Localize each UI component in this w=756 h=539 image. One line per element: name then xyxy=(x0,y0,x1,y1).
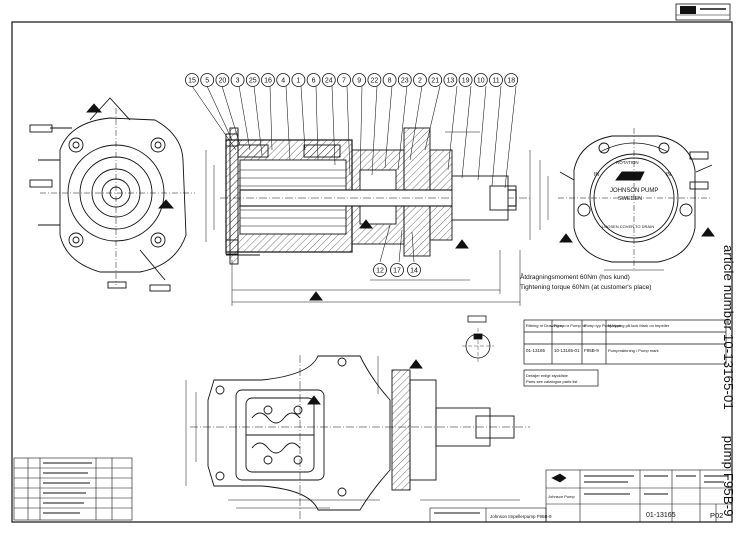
balloon-label: 23 xyxy=(401,78,409,85)
balloon-circle xyxy=(443,73,458,87)
balloon-label: 4 xyxy=(281,78,285,85)
balloon-circle xyxy=(407,263,421,277)
balloon-circle xyxy=(215,73,230,87)
balloon-label: 14 xyxy=(410,268,418,275)
balloon-label: 19 xyxy=(462,78,470,85)
balloon-circle xyxy=(458,73,473,87)
balloon-label: 15 xyxy=(188,78,196,85)
balloon-label: 7 xyxy=(342,78,346,85)
balloon-circle xyxy=(504,73,519,87)
revision-table xyxy=(13,457,133,521)
balloon-circle xyxy=(413,73,427,87)
balloon-label: 9 xyxy=(357,78,361,85)
inlet-right-label: IN xyxy=(666,172,671,178)
balloon-label: 3 xyxy=(236,78,240,85)
table-cell-pump-type: F95B-9 xyxy=(584,348,599,353)
balloon-circle xyxy=(185,73,199,87)
table-cell-mark: Pumpmärkning / Pump mark xyxy=(608,348,659,353)
title-block xyxy=(429,469,733,523)
table-header-pump-type: Pump typ Pump type xyxy=(584,323,622,328)
balloon-label: 10 xyxy=(477,78,485,85)
balloon-circle xyxy=(321,73,336,87)
balloon-circle xyxy=(261,73,275,87)
balloon-circle xyxy=(276,73,291,87)
parts-table xyxy=(523,319,727,365)
title-block-title: Johnson Impellerpump F95B-9 xyxy=(490,514,552,519)
article-number-text: article number 10-13165-01 xyxy=(721,245,736,410)
balloon-circle xyxy=(489,73,503,87)
balloon-label: 16 xyxy=(264,78,272,85)
balloon-label: 12 xyxy=(376,268,384,275)
balloon-circle xyxy=(291,73,306,87)
brand-name: JOHNSON PUMP xyxy=(610,188,658,194)
balloon-label: 2 xyxy=(418,78,422,85)
title-block-company: Johnson Pump xyxy=(548,494,575,499)
balloon-circle xyxy=(397,73,412,87)
drawing-border xyxy=(11,21,733,523)
balloon-label: 6 xyxy=(312,78,316,85)
balloon-circle xyxy=(367,73,382,87)
torque-note-en: Tightening torque 60Nm (at customer's pl… xyxy=(520,284,651,291)
front-view xyxy=(29,97,195,292)
balloon-label: 8 xyxy=(388,78,392,85)
shaft-key-detail xyxy=(462,315,494,364)
balloon-label: 13 xyxy=(447,78,455,85)
balloon-label: 22 xyxy=(371,78,379,85)
balloon-circle xyxy=(306,73,321,87)
drain-cover-text: LOOSEN COVER TO DRAIN xyxy=(602,224,654,229)
pump-model-text: pump F95B-9 xyxy=(721,435,736,517)
title-block-sheet: P02 xyxy=(710,511,723,520)
balloon-label: 18 xyxy=(507,78,515,85)
end-view xyxy=(558,128,715,271)
torque-note-sv: Åtdragningsmoment 60Nm (hos kund) xyxy=(520,272,630,281)
section-view xyxy=(191,85,573,306)
balloon-circle xyxy=(373,263,387,277)
balloon-circle xyxy=(200,73,215,87)
table-header-pump-no: Pump nr Pump no xyxy=(554,323,587,328)
balloon-circle xyxy=(428,73,443,87)
balloon-label: 25 xyxy=(249,78,257,85)
balloon-label: 1 xyxy=(296,78,300,85)
balloon-label: 20 xyxy=(219,78,227,85)
balloon-circle xyxy=(382,73,397,87)
balloon-circle xyxy=(352,73,367,87)
table-header-mark: Märkning på lock Mark on Impeller xyxy=(608,323,670,328)
balloon-label: 21 xyxy=(431,78,439,85)
balloon-circle xyxy=(245,73,260,87)
part-balloons-lower: 12 17 14 xyxy=(373,263,421,277)
title-block-drawing-no: 01-13165 xyxy=(646,512,676,519)
balloon-circle xyxy=(390,263,404,277)
table-header-drawing-no: Ritning nr Drawing no xyxy=(526,323,565,328)
balloon-circle xyxy=(473,73,488,87)
note-line-2: Parts see catalogue parts list xyxy=(526,379,578,384)
inlet-left-label: IN xyxy=(594,172,599,178)
note-box xyxy=(523,369,599,387)
logo-stamp xyxy=(675,3,731,21)
note-line-1: Detaljer enligt styckliste xyxy=(526,373,569,378)
balloon-circle xyxy=(337,73,351,87)
brand-country: SWEDEN xyxy=(618,196,642,202)
balloon-label: 11 xyxy=(492,78,499,85)
balloon-label: 24 xyxy=(325,78,333,85)
balloon-label: 17 xyxy=(393,268,401,275)
plan-view xyxy=(185,355,530,520)
rotation-label: ROTATION xyxy=(616,160,639,165)
sidebar-caption: article number 10-13165-01 pump F95B-9 xyxy=(721,245,736,539)
balloon-circle xyxy=(230,73,245,87)
balloon-label: 5 xyxy=(205,78,209,85)
table-cell-pump-no: 10-13165-01 xyxy=(554,348,580,353)
table-cell-drawing-no: 01-13165 xyxy=(526,348,546,353)
